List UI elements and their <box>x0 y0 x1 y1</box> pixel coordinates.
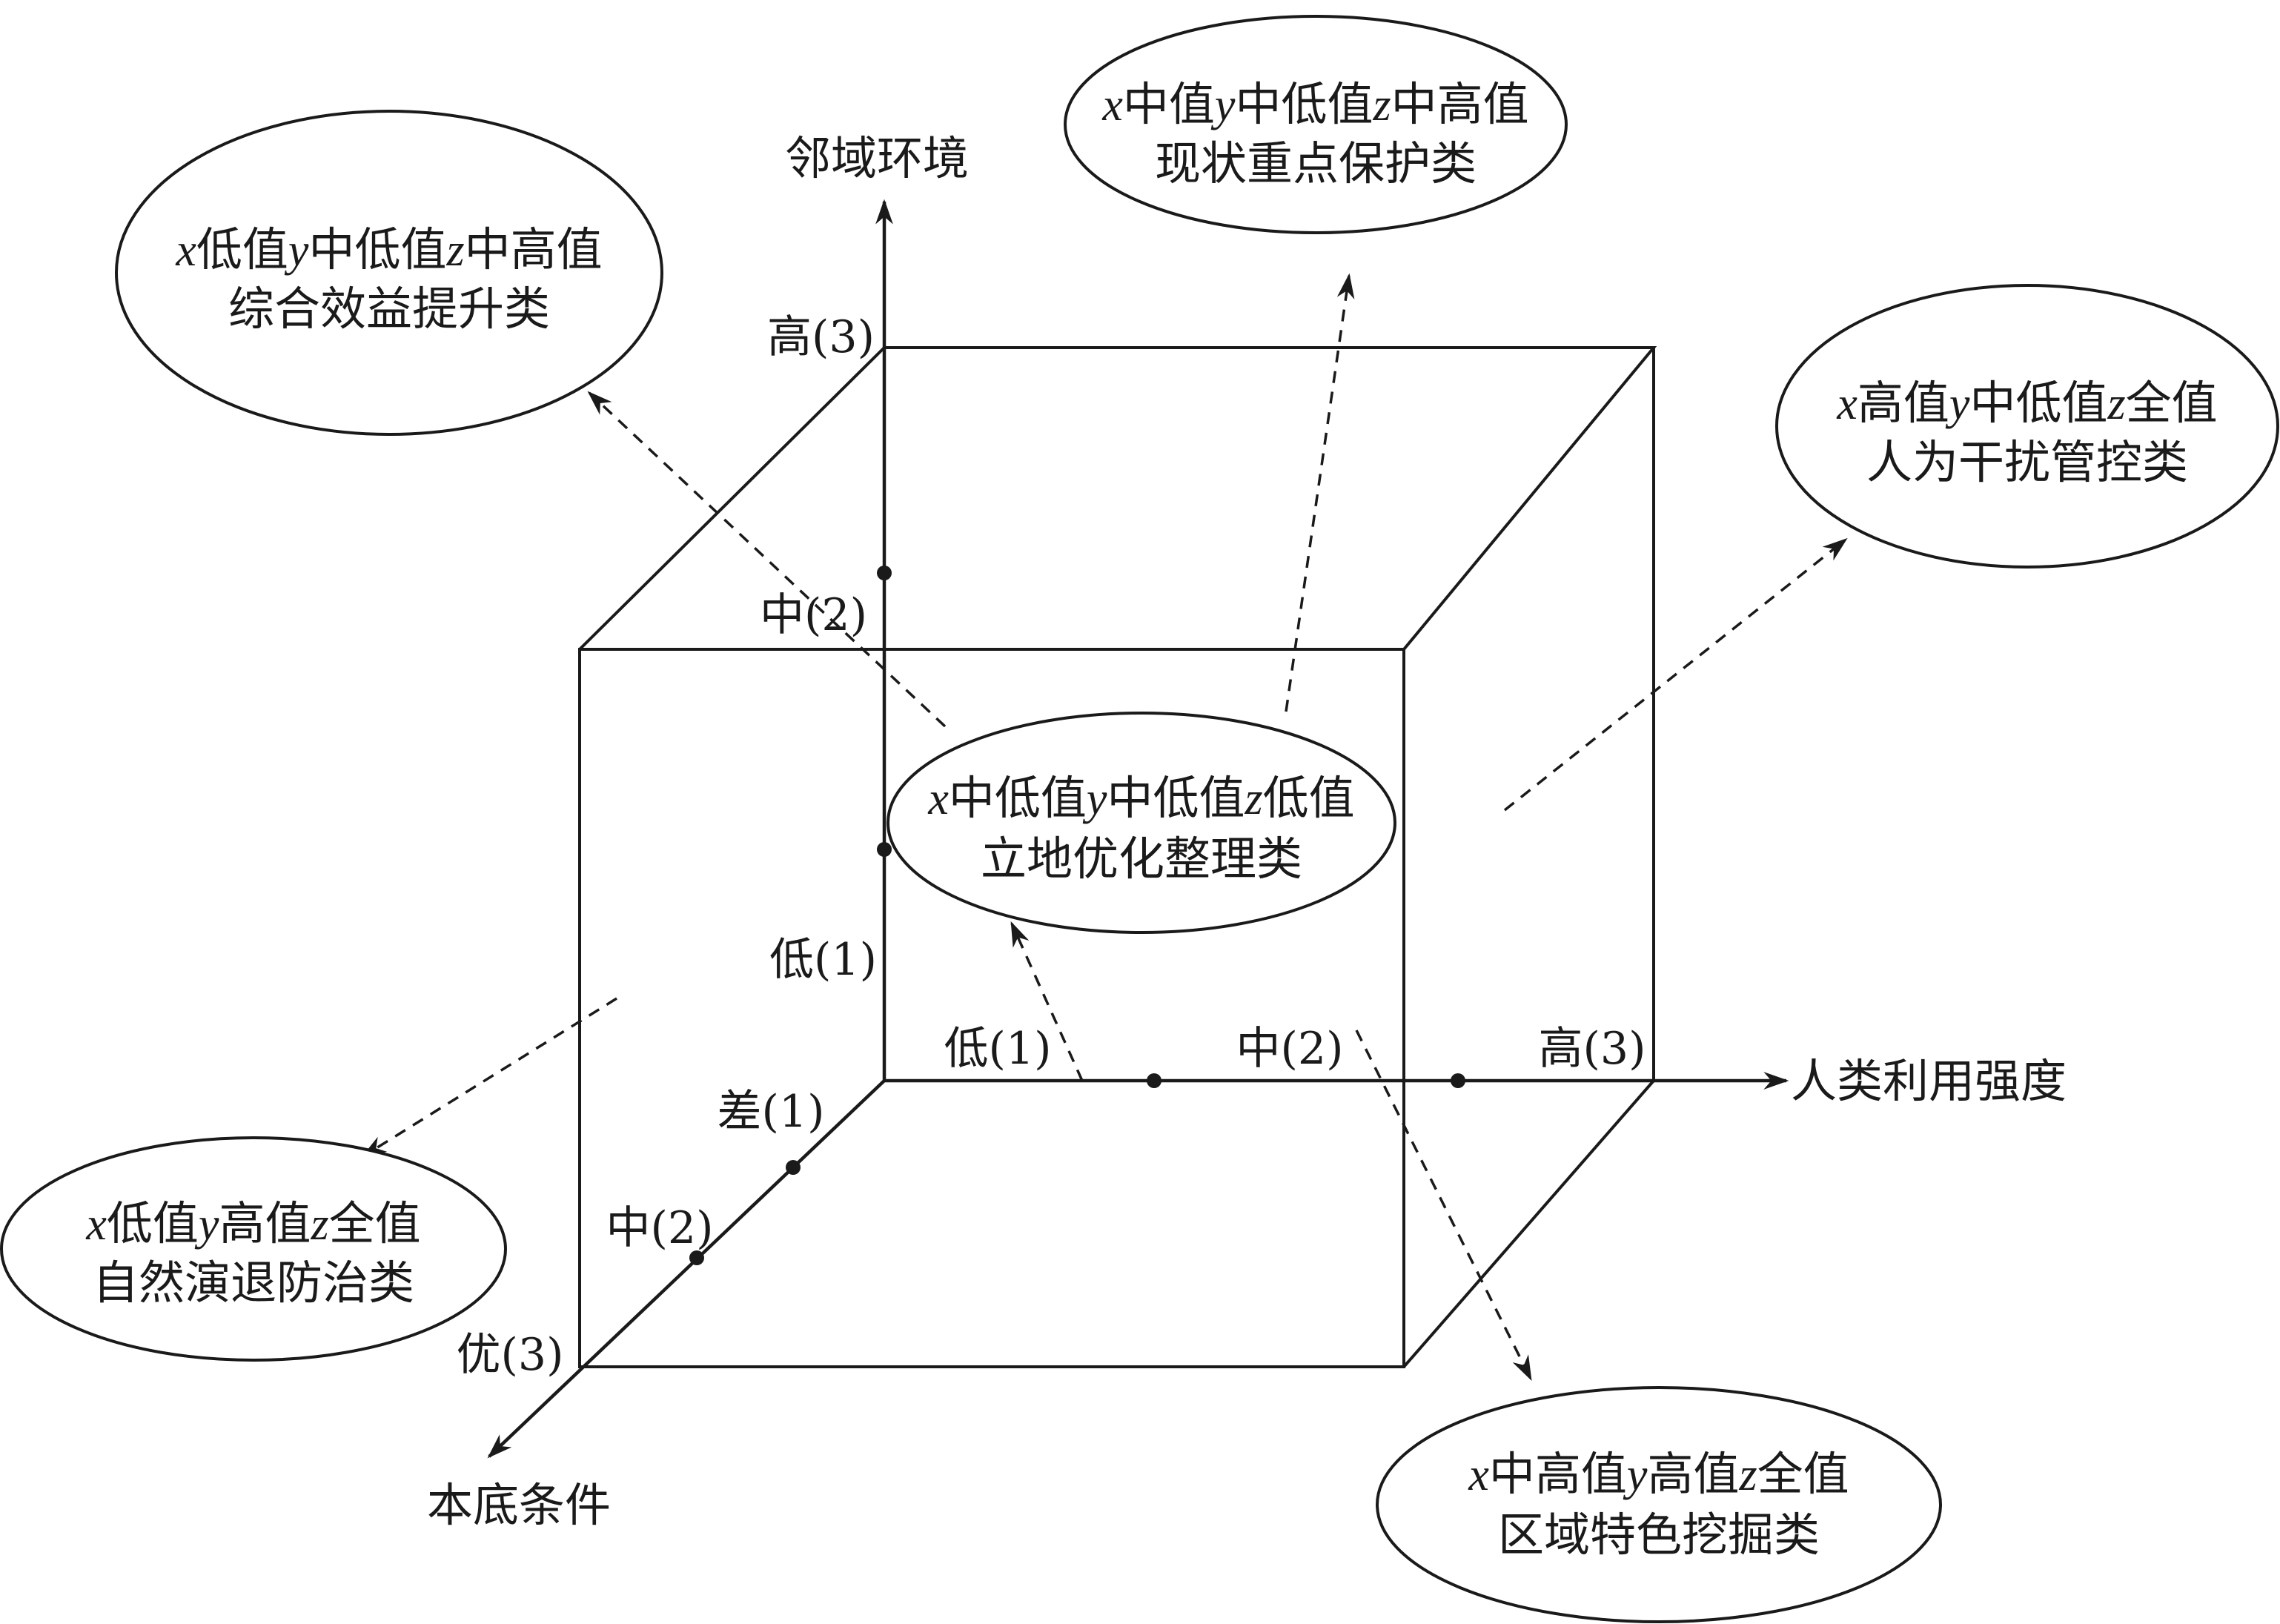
depth-tick-high: 优(3) <box>457 1329 564 1381</box>
ellipse-top-left: x低值y中低值z中高值 综合效益提升类 <box>115 110 663 436</box>
ellipse-shape <box>1376 1386 1942 1623</box>
ellipse-line1: x中低值y中低值z低值 <box>927 771 1354 825</box>
cube <box>578 346 1657 1368</box>
depth-tick-low: 差(1) <box>718 1086 825 1138</box>
vertical-tick-low: 低(1) <box>769 934 877 986</box>
depth-tick-dot-mid <box>689 1250 704 1265</box>
tick-labels: 高(3) 中(2) 低(1) 低(1) 中(2) 高(3) 差(1) 中(2) … <box>457 311 1646 1381</box>
ellipse-line1: x低值y高值z全值 <box>85 1196 420 1250</box>
ellipse-line1: x中值y中低值z中高值 <box>1101 77 1528 131</box>
ellipse-line2: 区域特色挖掘类 <box>1498 1508 1820 1562</box>
depth-tick-dot-low <box>786 1160 801 1175</box>
horizontal-tick-dot-mid <box>1147 1073 1161 1088</box>
ellipse-line1: x高值y中低值z全值 <box>1836 376 2217 430</box>
ellipse-bottom-right: x中高值y高值z全值 区域特色挖掘类 <box>1376 1386 1942 1623</box>
vertical-axis-label: 邻域环境 <box>785 131 969 185</box>
axes <box>487 199 1789 1459</box>
ellipse-shape <box>115 110 663 436</box>
horizontal-tick-high: 高(3) <box>1539 1023 1646 1075</box>
depth-tick-mid: 中(2) <box>606 1202 714 1254</box>
ellipse-shape <box>0 1136 507 1362</box>
cube-bottom-right-edge <box>1402 1079 1655 1368</box>
connector-bottom-right <box>1355 1030 1532 1382</box>
ellipse-line2: 现状重点保护类 <box>1155 136 1477 190</box>
axis-labels: 邻域环境 人类利用强度 本底条件 <box>427 131 2067 1532</box>
vertical-tick-dot-mid <box>877 566 892 580</box>
ellipse-shape <box>887 712 1396 934</box>
connector-top-left <box>587 391 947 728</box>
connector-bottom-left <box>361 997 617 1158</box>
connector-center <box>1010 921 1084 1081</box>
cube-top-face-edges <box>578 346 1657 651</box>
ellipse-shape <box>1775 284 2279 569</box>
ellipse-shape <box>1064 15 1568 234</box>
dashed-connectors <box>361 273 1848 1382</box>
cube-front-face <box>578 648 1405 1368</box>
ellipse-bottom-left: x低值y高值z全值 自然演退防治类 <box>0 1136 507 1362</box>
ellipse-line2: 自然演退防治类 <box>93 1256 414 1310</box>
depth-axis <box>487 1079 886 1459</box>
vertical-tick-high: 高(3) <box>767 311 875 363</box>
horizontal-axis-label: 人类利用强度 <box>1791 1054 2067 1108</box>
vertical-tick-dot-low <box>877 842 892 857</box>
horizontal-tick-low: 低(1) <box>944 1023 1052 1075</box>
ellipse-line2: 人为干扰管控类 <box>1866 435 2188 489</box>
ellipse-line2: 综合效益提升类 <box>228 282 550 336</box>
connector-top-center <box>1285 273 1355 712</box>
horizontal-tick-dot-high <box>1451 1073 1465 1088</box>
ellipse-right: x高值y中低值z全值 人为干扰管控类 <box>1775 284 2279 569</box>
ellipse-line2: 立地优化整理类 <box>981 832 1302 886</box>
vertical-tick-mid: 中(2) <box>760 589 867 641</box>
ellipse-line1: x低值y中低值z中高值 <box>175 222 602 276</box>
tick-dots <box>689 566 1465 1265</box>
connector-right <box>1503 537 1848 812</box>
ellipse-line1: x中高值y高值z全值 <box>1468 1447 1849 1501</box>
ellipse-top-center: x中值y中低值z中高值 现状重点保护类 <box>1064 15 1568 234</box>
ellipse-center: x中低值y中低值z低值 立地优化整理类 <box>887 712 1396 934</box>
horizontal-tick-mid: 中(2) <box>1236 1023 1344 1075</box>
depth-axis-label: 本底条件 <box>427 1478 611 1532</box>
